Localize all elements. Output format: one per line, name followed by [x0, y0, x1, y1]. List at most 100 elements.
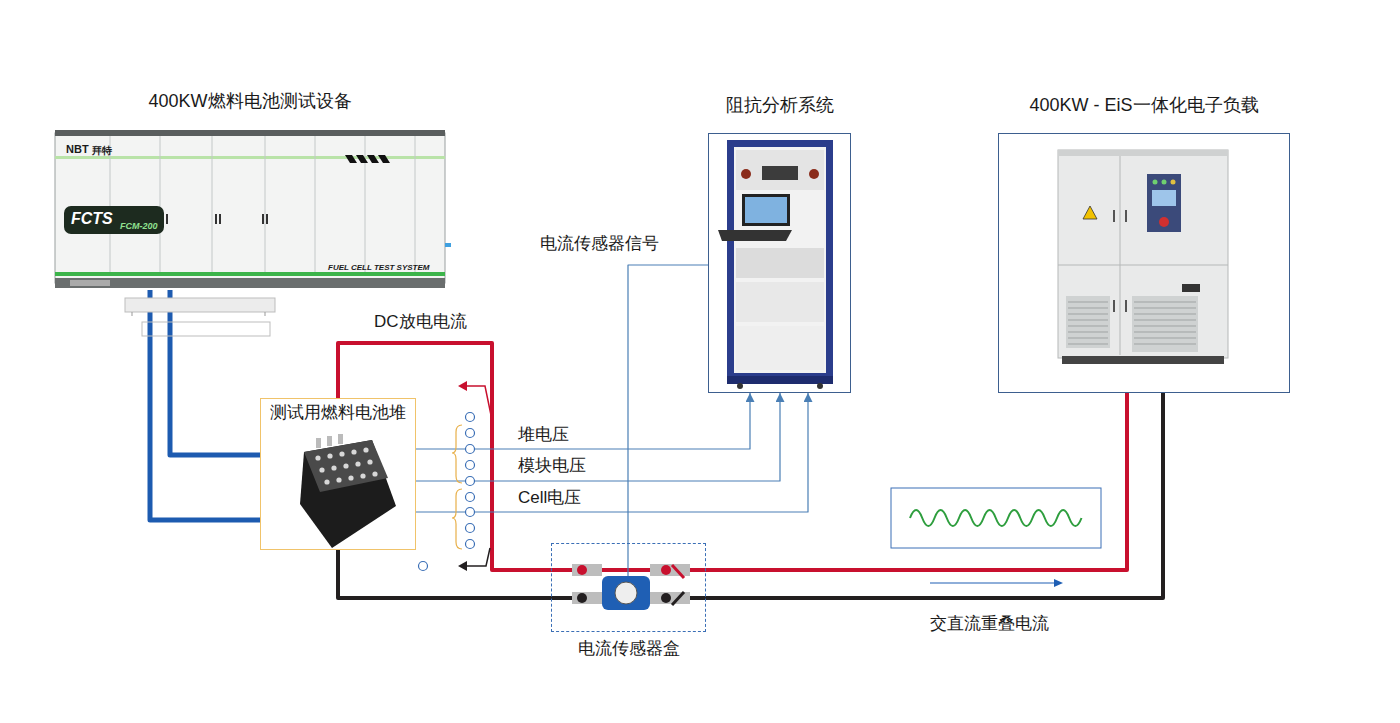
control-panel [1147, 174, 1181, 232]
base-plate [70, 280, 110, 286]
arrow-head [458, 561, 467, 571]
shunt-bar [650, 592, 690, 604]
sensor-heading: 电流传感器盒 [578, 639, 680, 659]
rack-panel [736, 150, 824, 190]
hole [360, 473, 365, 478]
tap-bracket [452, 425, 462, 483]
logo-tag [64, 206, 164, 234]
analyzer-cabinet-drawing [718, 140, 833, 389]
cabinet-body [55, 133, 445, 283]
analyzer-heading: 阻抗分析系统 [726, 95, 834, 117]
mixed-current-label: 交直流重叠电流 [930, 614, 1049, 634]
product-logo: FCTS [71, 210, 113, 228]
coolant-pipe [170, 290, 260, 455]
hole [355, 461, 360, 466]
terminal [466, 445, 475, 454]
label-holder: 交直流重叠电流 [930, 614, 1049, 634]
sensor-core [615, 582, 637, 604]
brand-mark: NBT [66, 143, 89, 156]
terminal [419, 562, 428, 571]
hole [319, 467, 324, 472]
hole [372, 471, 377, 476]
terminal [466, 413, 475, 422]
hole [363, 447, 368, 452]
sine-wave [910, 510, 1082, 526]
dc-negative-line [338, 550, 551, 598]
green-stripe [55, 272, 445, 276]
stack-box: 测试用燃料电池堆 [260, 398, 416, 550]
signal-label: 电流传感器信号 [538, 234, 661, 254]
chevron [345, 155, 357, 163]
terminal [466, 493, 475, 502]
rack-unit [736, 282, 824, 322]
neg-pole-arrow [466, 548, 490, 566]
hole [327, 453, 332, 458]
hole [339, 451, 344, 456]
sensor-signal-line [628, 265, 708, 543]
bracket-plate [142, 322, 270, 336]
shunt-bar [572, 592, 602, 604]
signal-lead [627, 543, 628, 576]
rack-knob [741, 169, 751, 179]
label-holder: NBT [66, 139, 89, 157]
chevron [378, 155, 390, 163]
coolant-pipe [150, 290, 260, 520]
load-negative-line [706, 393, 1163, 598]
load-heading: 400KW - EiS一体化电子负载 [1029, 95, 1258, 117]
indicator-light [1162, 180, 1167, 185]
stack-voltage-line [416, 393, 750, 449]
load-cabinet-drawing [1058, 150, 1228, 364]
edge-label-holder: 电流传感器信号 [538, 234, 661, 254]
bracket-mark [132, 312, 265, 316]
terminal [466, 524, 475, 533]
stack-holes [315, 447, 377, 484]
bracket-plate [125, 298, 275, 312]
product-tagline: FUEL CELL TEST SYSTEM [328, 263, 430, 272]
door-handles [1114, 210, 1126, 312]
load-box: 400KW - EiS一体化电子负载 [998, 133, 1290, 393]
model-number: FCM-200 [120, 221, 158, 231]
terminal [466, 429, 475, 438]
test-equipment-drawing [55, 130, 451, 288]
hole [336, 477, 341, 482]
stack-heading: 测试用燃料电池堆 [270, 403, 406, 423]
rack-wheel [817, 383, 823, 389]
ac-waveform [891, 488, 1101, 587]
vent-grille [1132, 296, 1198, 352]
switch [672, 592, 684, 605]
stack-body [300, 440, 396, 548]
rack-unit [736, 326, 824, 370]
bolt [577, 593, 587, 603]
indicator-light [1171, 180, 1176, 185]
label-holder: FCTS [71, 210, 113, 228]
module-voltage-line [416, 393, 780, 481]
current-sensor-drawing [551, 543, 706, 610]
chevron [367, 155, 379, 163]
shunt-bar [650, 564, 690, 576]
terminal [466, 508, 475, 517]
pipe-bracket [125, 298, 275, 336]
bolt [577, 565, 587, 575]
rack-unit [736, 248, 824, 278]
name-plate [1182, 284, 1200, 292]
load-cabinet [1058, 150, 1228, 358]
monitor [742, 194, 790, 226]
voltage-taps [419, 381, 493, 571]
door-handles [163, 214, 267, 224]
stack-terminal [316, 438, 321, 448]
voltage-label: 模块电压 [516, 456, 588, 476]
hole [315, 455, 320, 460]
indicator-light [1153, 180, 1158, 185]
edge-label-holder: DC放电电流 [372, 312, 469, 332]
label-holder: FCM-200 [120, 215, 158, 233]
analyzer-box: 阻抗分析系统 [708, 133, 851, 393]
arrow-head [1054, 579, 1063, 587]
hole [367, 459, 372, 464]
tap-bracket [452, 489, 462, 549]
rack-wheel [737, 383, 743, 389]
rack-knob [809, 169, 819, 179]
door-seams [1058, 156, 1228, 355]
